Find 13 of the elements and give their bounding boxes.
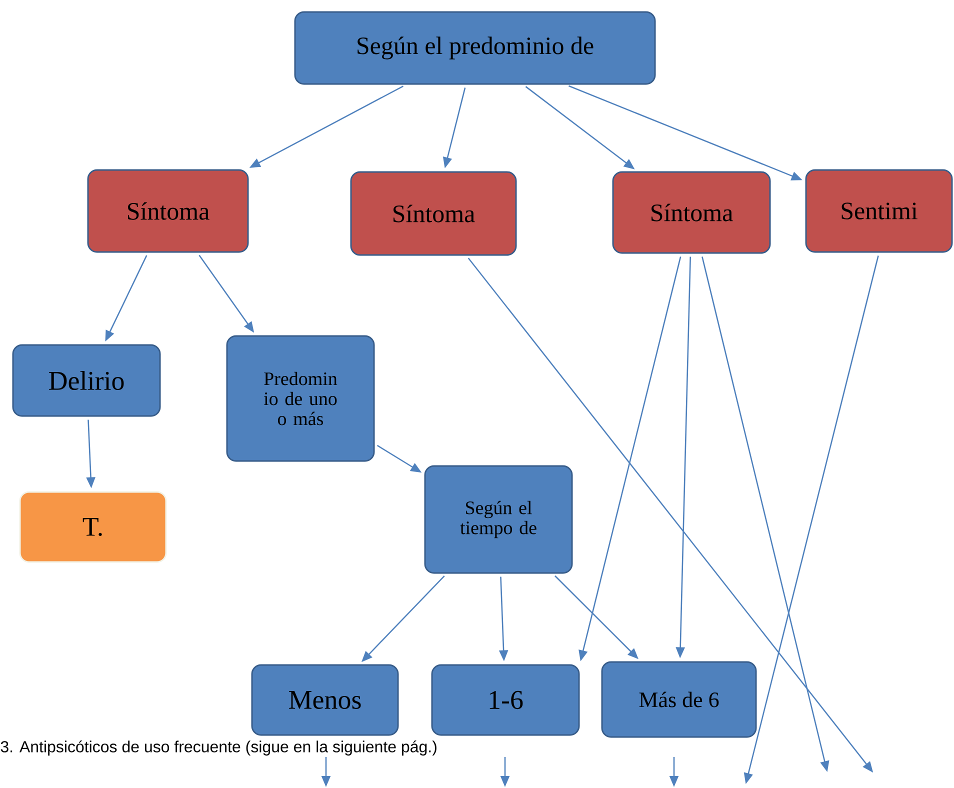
process-box: Delirio — [12, 344, 161, 417]
process-box: 1-6 — [431, 664, 580, 736]
process-box: Sentimi — [805, 169, 953, 253]
process-box: Más de 6 — [601, 661, 757, 738]
process-box: Menos — [251, 664, 399, 736]
process-box: Síntoma — [612, 171, 771, 254]
process-box: Síntoma — [87, 169, 249, 253]
process-box: Según el predominio de — [294, 11, 656, 85]
process-box: T. — [19, 491, 167, 563]
caption: 3. Antipsicóticos de uso frecuente (sigue en la siguiente pág.) — [0, 740, 436, 756]
process-box: Síntoma — [350, 171, 517, 256]
process-box: Según el tiempo de — [424, 465, 573, 574]
process-box: Predomin io de uno o más — [226, 335, 375, 462]
